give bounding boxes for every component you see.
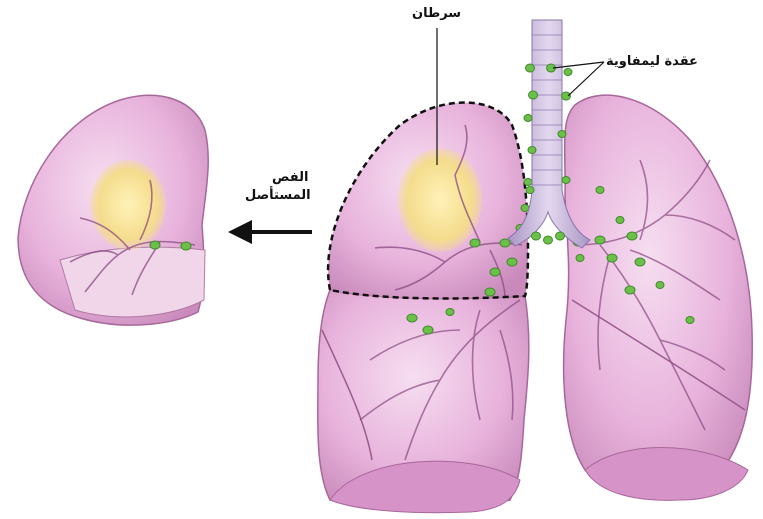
removed-lobe-label-line2: المستأصل <box>245 188 311 204</box>
removal-arrow <box>228 220 312 244</box>
cancer-label: سرطان <box>412 6 461 22</box>
removed-lobe-label-line1: الفص <box>272 170 308 186</box>
removed-lobe-tumor <box>90 160 166 250</box>
removed-lobe <box>18 95 208 325</box>
right-lung <box>318 103 532 513</box>
lymph-node-label: عقدة ليمفاوية <box>606 54 698 70</box>
removed-lobe-cut-face <box>60 247 205 317</box>
left-lung <box>564 95 753 500</box>
upper-lobe-tumor <box>398 148 482 252</box>
left-lung-tissue <box>564 95 753 498</box>
lymph-node-leader-2 <box>568 62 604 96</box>
